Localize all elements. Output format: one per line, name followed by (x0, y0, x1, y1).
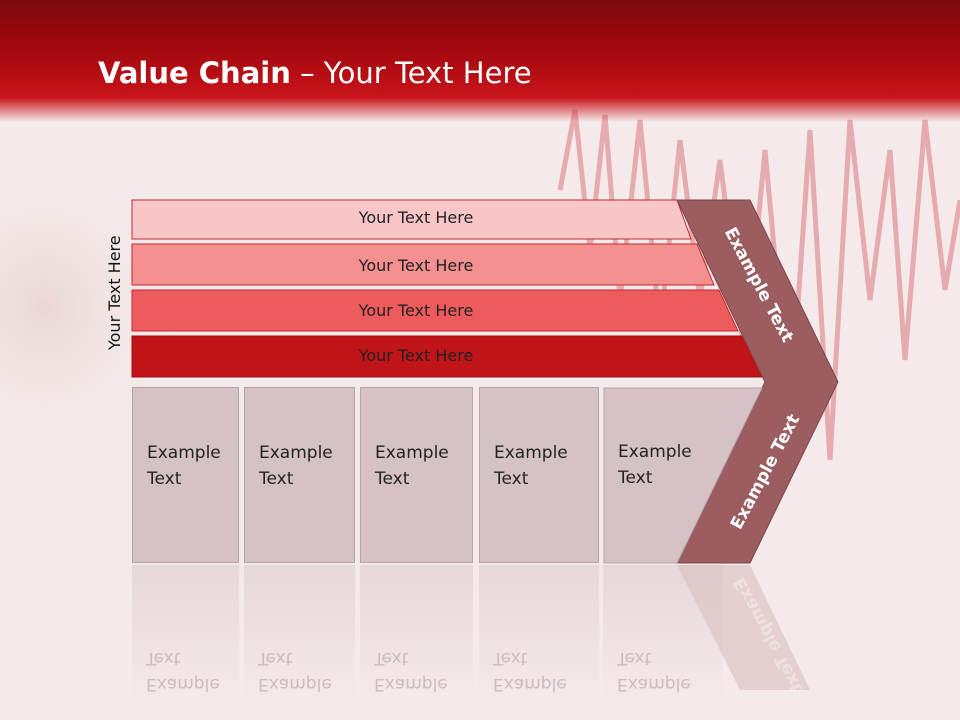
box-2-reflection-text: Example Text (258, 648, 332, 694)
box-4-reflection-text: Example Text (493, 648, 567, 694)
box-4-reflection: Example Text (479, 565, 599, 705)
vertical-label: Your Text Here (105, 235, 124, 350)
activity-box-4: Example Text (479, 387, 599, 563)
title-rest: – Your Text Here (290, 56, 532, 90)
bar-3-label: Your Text Here (358, 301, 474, 320)
box-5-reflection: Example Text (603, 565, 723, 705)
bar-4-label: Your Text Here (358, 346, 474, 365)
box-3-reflection: Example Text (360, 565, 473, 705)
activity-box-3-label: Example Text (375, 443, 449, 489)
box-1-reflection: Example Text (132, 565, 239, 705)
bar-1-label: Your Text Here (358, 208, 474, 227)
title-bold: Value Chain (98, 56, 291, 90)
activity-box-2: Example Text (244, 387, 355, 563)
activity-box-4-label: Example Text (494, 443, 568, 489)
bar-2-label: Your Text Here (358, 256, 474, 275)
box-1-reflection-text: Example Text (146, 648, 220, 694)
box-5-reflection-text: Example Text (617, 648, 691, 694)
box-3-reflection-text: Example Text (374, 648, 448, 694)
box-2-reflection: Example Text (244, 565, 355, 705)
activity-box-5-label: Example Text (618, 442, 692, 488)
activity-box-3: Example Text (360, 387, 473, 563)
activity-box-2-label: Example Text (259, 443, 333, 489)
activity-box-1: Example Text (132, 387, 239, 563)
slide-title: Value Chain – Your Text Here (98, 56, 532, 90)
activity-box-1-label: Example Text (147, 443, 221, 489)
header-band (0, 0, 960, 122)
activity-box-5-shape (603, 387, 763, 564)
